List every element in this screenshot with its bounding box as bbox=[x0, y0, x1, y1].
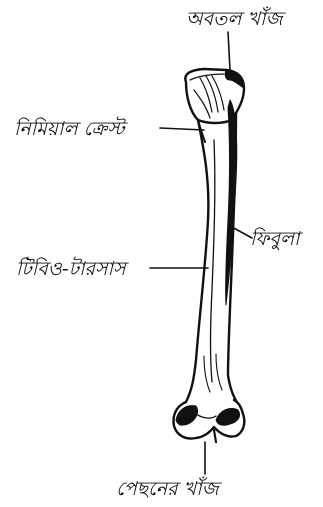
posterior-groove-mark bbox=[214, 430, 216, 442]
leader-line-crest bbox=[160, 128, 204, 130]
label-fibula: ফিবুলা bbox=[250, 228, 300, 250]
label-concave-groove: অবতল খাঁজ bbox=[186, 8, 282, 30]
leader-line-concave bbox=[228, 32, 230, 70]
label-cnemial-crest: নিমিয়াল ক্রেস্ট bbox=[14, 118, 125, 140]
label-tibiotarsus: টিবিও-টারসাস bbox=[16, 258, 126, 280]
label-posterior-groove: পেছনের খাঁজ bbox=[116, 478, 219, 500]
distal-condyles bbox=[174, 400, 245, 439]
